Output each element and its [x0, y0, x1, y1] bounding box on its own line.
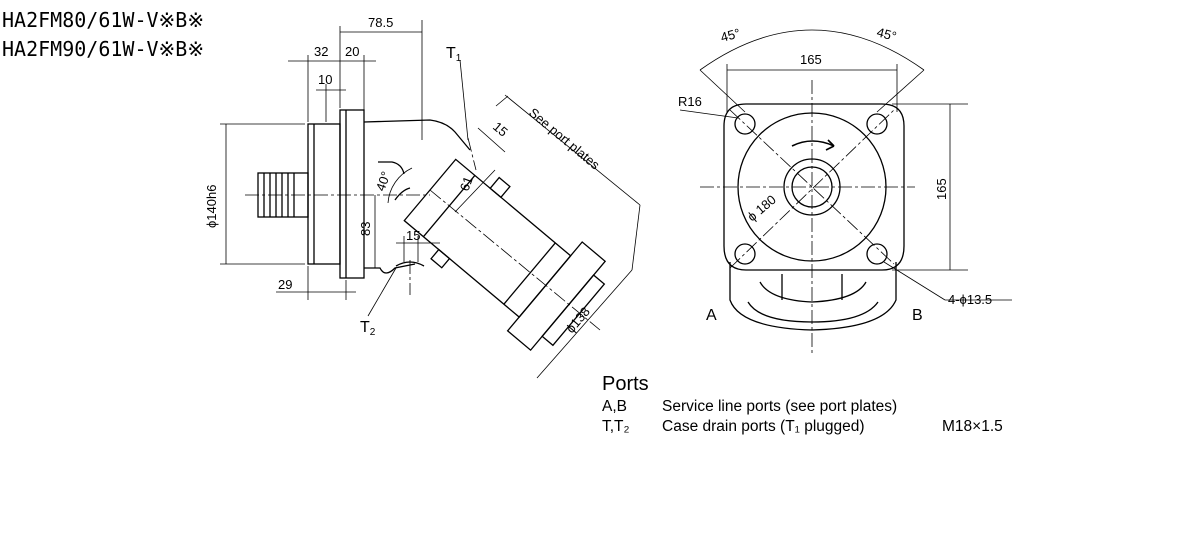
label-port-a: A	[706, 307, 717, 324]
dim-15-top: 15	[490, 119, 511, 140]
dim-angle-left: 45°	[719, 25, 742, 45]
dim-15-bottom: 15	[406, 228, 420, 243]
port-code: A,B	[602, 398, 627, 415]
port-code: T,T₂	[602, 418, 630, 435]
ports-row: A,B Service line ports (see port plates)	[602, 398, 897, 418]
dim-29: 29	[278, 277, 292, 292]
flange-outline	[723, 103, 905, 271]
dim-r16: R16	[678, 94, 702, 109]
dim-61: 61	[457, 174, 476, 193]
port-description: Service line ports (see port plates)	[662, 398, 898, 415]
dim-32: 32	[314, 44, 328, 59]
mounting-hole	[734, 113, 756, 135]
port-block	[729, 262, 897, 331]
dim-83: 83	[358, 222, 373, 236]
port-thread: M18×1.5	[942, 418, 1003, 435]
side-view	[220, 20, 641, 379]
dim-phi180: ϕ 180	[744, 192, 779, 224]
port-plate	[506, 241, 607, 352]
ports-title: Ports	[602, 373, 649, 395]
mounting-hole	[866, 113, 888, 135]
model-line-1: HA2FM80/61W-V※B※	[2, 8, 205, 32]
dim-height-165: 165	[934, 178, 949, 200]
front-view-text: 45° 45° 165 165 R16 ϕ 180 4-ϕ13.5 A B	[678, 24, 992, 324]
dim-20: 20	[345, 44, 359, 59]
dim-holes: 4-ϕ13.5	[948, 292, 992, 307]
model-designations: HA2FM80/61W-V※B※ HA2FM90/61W-V※B※	[2, 6, 204, 64]
housing-top	[363, 119, 471, 151]
dim-10: 10	[318, 72, 332, 87]
ports-row: T,T₂ Case drain ports (T₁ plugged) M18×1…	[602, 418, 1003, 438]
front-view-dims	[679, 29, 1012, 355]
ports-legend: Ports A,B Service line ports (see port p…	[602, 373, 1003, 438]
dim-phi140h6: ϕ140h6	[204, 185, 219, 228]
dim-angle-right: 45°	[875, 24, 898, 44]
port-description: Case drain ports (T₁ plugged)	[662, 418, 865, 435]
mounting-hole	[866, 243, 888, 265]
label-t1: T1	[446, 45, 462, 64]
mounting-flange	[339, 109, 365, 279]
model-line-2: HA2FM90/61W-V※B※	[2, 37, 205, 61]
cylinder-block	[403, 158, 572, 318]
dim-40-deg: 40°	[373, 169, 394, 193]
mounting-hole	[734, 243, 756, 265]
dim-78-5: 78.5	[368, 15, 393, 30]
label-port-b: B	[912, 307, 923, 324]
label-t2: T2	[360, 319, 376, 338]
housing-bottom	[364, 263, 416, 274]
label-port-plates: See port plates	[526, 105, 603, 173]
dim-width-165: 165	[800, 52, 822, 67]
pilot-flange	[307, 123, 341, 265]
